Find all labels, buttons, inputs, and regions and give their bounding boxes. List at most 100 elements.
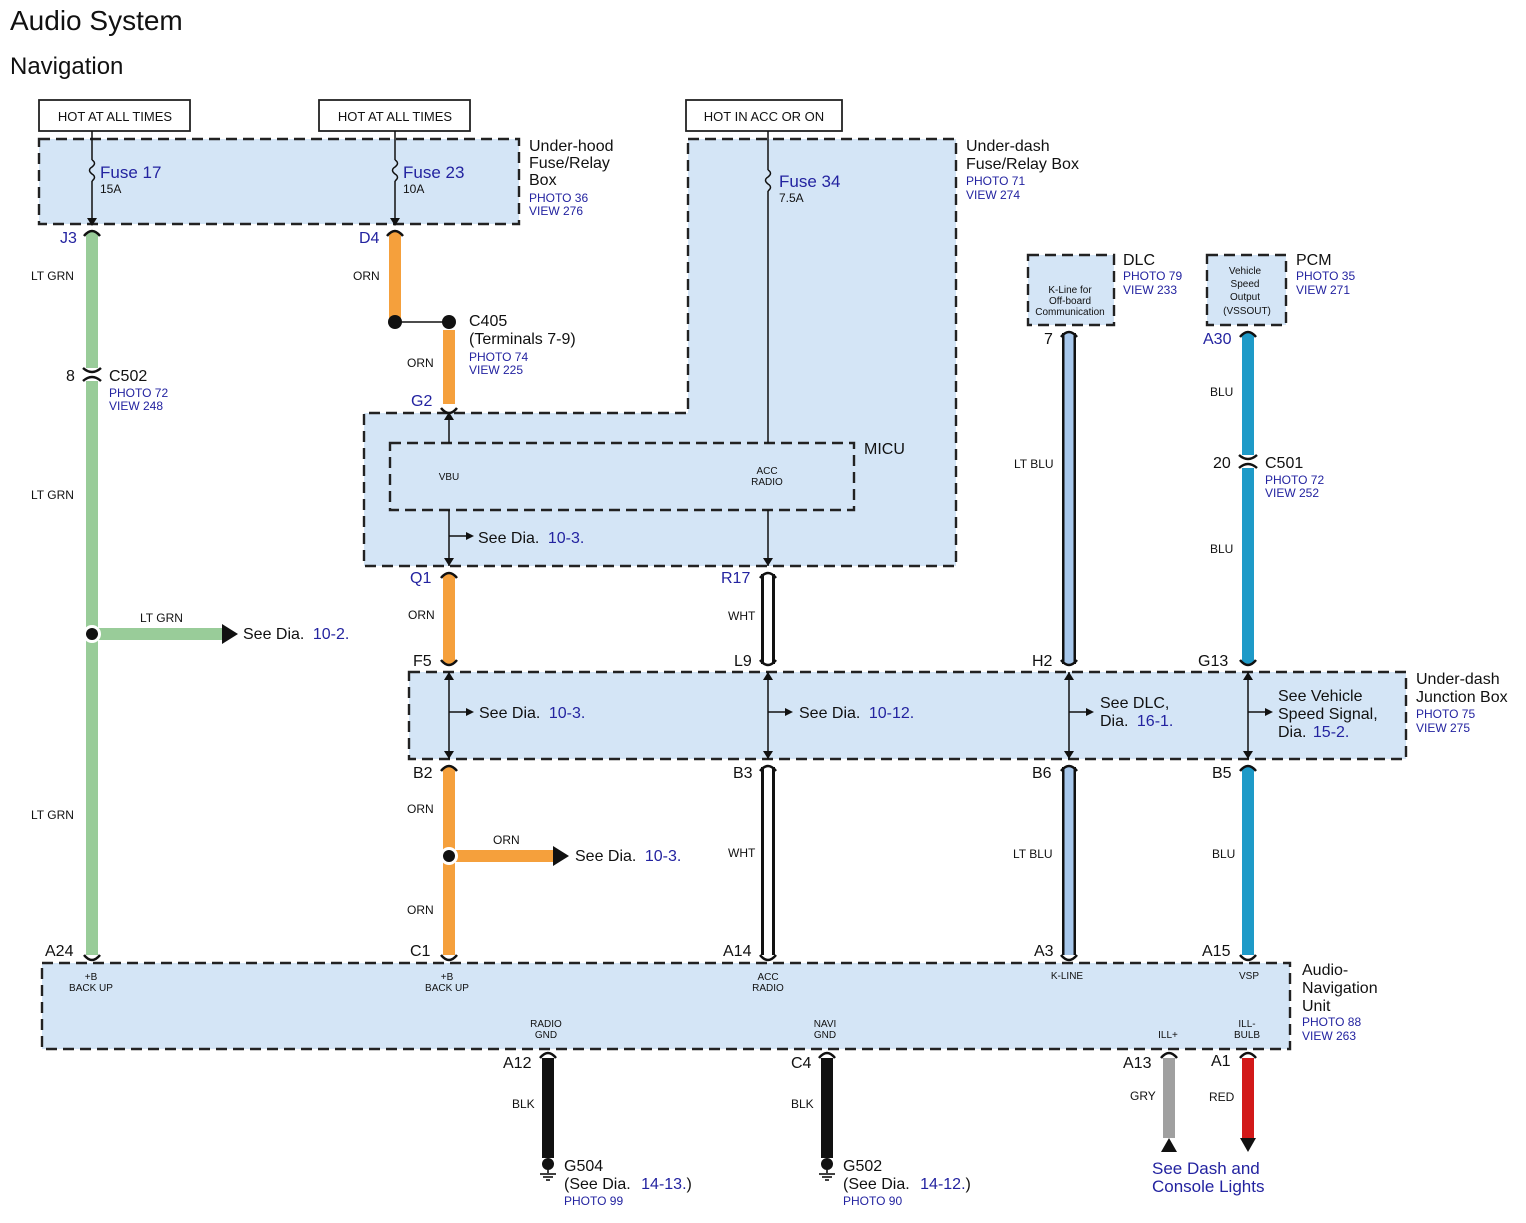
unit-view[interactable]: VIEW 263 bbox=[1302, 1029, 1356, 1043]
fuse-34-rating: 7.5A bbox=[779, 191, 804, 205]
pin-h2: H2 bbox=[1032, 653, 1053, 670]
ground-g504-ref[interactable]: (See Dia. 14-13.) bbox=[564, 1176, 692, 1193]
fuse-17-rating: 15A bbox=[100, 182, 121, 196]
junction-view[interactable]: VIEW 275 bbox=[1416, 721, 1470, 735]
wire-label-lt-grn-1: LT GRN bbox=[31, 269, 74, 283]
unit-photo[interactable]: PHOTO 88 bbox=[1302, 1015, 1361, 1029]
hot-acc-label: HOT IN ACC OR ON bbox=[704, 109, 824, 124]
micu-box bbox=[388, 441, 856, 512]
c405-label: C405 bbox=[469, 313, 507, 330]
pin-dlc-7: 7 bbox=[1044, 331, 1053, 348]
ground-g504-icon bbox=[540, 1170, 556, 1181]
underhood-fuse-box bbox=[37, 137, 521, 226]
ground-symbols bbox=[540, 1158, 835, 1181]
pin-a1: A1 bbox=[1211, 1053, 1231, 1070]
c501-label: C501 bbox=[1265, 455, 1303, 472]
underdash-fuse-view[interactable]: VIEW 274 bbox=[966, 188, 1020, 202]
c502-view[interactable]: VIEW 248 bbox=[109, 399, 163, 413]
wire-label-blu-2: BLU bbox=[1210, 542, 1233, 556]
pin-c4: C4 bbox=[791, 1055, 812, 1072]
ground-g502-dot bbox=[821, 1158, 833, 1170]
unit-terminal-ill-bulb-1: ILL- bbox=[1238, 1019, 1255, 1030]
pin-d4: D4 bbox=[359, 230, 380, 247]
pin-a30: A30 bbox=[1203, 331, 1232, 348]
c502-photo[interactable]: PHOTO 72 bbox=[109, 386, 168, 400]
ref-vss-line-2[interactable]: Speed Signal, bbox=[1278, 706, 1378, 723]
large-arrowheads bbox=[222, 624, 1256, 1152]
unit-terminal-navi-gnd-1: NAVI bbox=[814, 1019, 837, 1030]
splice-points bbox=[83, 315, 458, 865]
wire-label-wht-2: WHT bbox=[728, 846, 756, 860]
ref-dia-10-2[interactable]: See Dia. 10-2. bbox=[243, 626, 349, 643]
dlc-view[interactable]: VIEW 233 bbox=[1123, 283, 1177, 297]
c405-view[interactable]: VIEW 225 bbox=[469, 363, 523, 377]
unit-terminal-ill-bulb-2: BULB bbox=[1234, 1030, 1260, 1041]
unit-terminal-ill: ILL+ bbox=[1158, 1030, 1178, 1041]
wire-label-orn-1: ORN bbox=[353, 269, 380, 283]
hot-label-box-2 bbox=[318, 99, 471, 132]
pin-b5: B5 bbox=[1212, 765, 1232, 782]
ref-dlc-line-1[interactable]: See DLC, bbox=[1100, 695, 1169, 712]
lights-ref-line-1[interactable]: See Dash and bbox=[1152, 1159, 1260, 1178]
unit-terminal-bb2-a: +B bbox=[441, 972, 454, 983]
ground-g504-photo[interactable]: PHOTO 99 bbox=[564, 1194, 623, 1208]
ref-dia-10-3-micu[interactable]: See Dia. 10-3. bbox=[478, 530, 584, 547]
junction-photo[interactable]: PHOTO 75 bbox=[1416, 707, 1475, 721]
wire-label-gry: GRY bbox=[1130, 1089, 1156, 1103]
pcm-terminal-2: Speed bbox=[1231, 279, 1260, 290]
ref-vss-line-3[interactable]: Dia. 15-2. bbox=[1278, 724, 1349, 741]
unit-terminal-bb1-a: +B bbox=[85, 972, 98, 983]
hot-label-1: HOT AT ALL TIMES bbox=[58, 109, 172, 124]
fuse-23-rating: 10A bbox=[403, 182, 424, 196]
pin-a14: A14 bbox=[723, 943, 752, 960]
splice-c405-left bbox=[388, 315, 402, 329]
ground-g502-photo[interactable]: PHOTO 90 bbox=[843, 1194, 902, 1208]
hot-label-2: HOT AT ALL TIMES bbox=[338, 109, 452, 124]
pcm-view[interactable]: VIEW 271 bbox=[1296, 283, 1350, 297]
hot-label-box-1 bbox=[38, 99, 191, 132]
wire-label-lt-grn-2: LT GRN bbox=[31, 488, 74, 502]
ref-dlc-line-2[interactable]: Dia. 16-1. bbox=[1100, 713, 1173, 730]
unit-label-1: Audio- bbox=[1302, 962, 1348, 979]
underhood-view[interactable]: VIEW 276 bbox=[529, 204, 583, 218]
dlc-terminal-1: K-Line for bbox=[1048, 285, 1092, 296]
underhood-photo[interactable]: PHOTO 36 bbox=[529, 191, 588, 205]
fuse-23-label: Fuse 23 bbox=[403, 163, 464, 182]
junction-label-2: Junction Box bbox=[1416, 689, 1508, 706]
lights-ref-line-2[interactable]: Console Lights bbox=[1152, 1177, 1264, 1196]
ground-g502-label: G502 bbox=[843, 1158, 882, 1175]
pcm-photo[interactable]: PHOTO 35 bbox=[1296, 269, 1355, 283]
underhood-label-2: Fuse/Relay bbox=[529, 155, 610, 172]
underdash-fuse-photo[interactable]: PHOTO 71 bbox=[966, 174, 1025, 188]
wire-label-lt-blu-2: LT BLU bbox=[1013, 847, 1053, 861]
ref-dia-10-3-branch[interactable]: See Dia. 10-3. bbox=[575, 848, 681, 865]
unit-terminal-radio-gnd-1: RADIO bbox=[530, 1019, 562, 1030]
ref-vss-line-1[interactable]: See Vehicle bbox=[1278, 688, 1363, 705]
pin-a13: A13 bbox=[1123, 1055, 1152, 1072]
c405-photo[interactable]: PHOTO 74 bbox=[469, 350, 528, 364]
pin-g2: G2 bbox=[411, 393, 432, 410]
splice-orn bbox=[443, 850, 455, 862]
pin-f5: F5 bbox=[413, 653, 432, 670]
c501-view[interactable]: VIEW 252 bbox=[1265, 486, 1319, 500]
micu-terminal-radio: RADIO bbox=[751, 477, 783, 488]
ref-dia-10-12[interactable]: See Dia. 10-12. bbox=[799, 705, 914, 722]
ground-g502-ref[interactable]: (See Dia. 14-12.) bbox=[843, 1176, 971, 1193]
unit-label-3: Unit bbox=[1302, 998, 1331, 1015]
hot-label-box-3 bbox=[685, 99, 843, 132]
wire-label-blu-1: BLU bbox=[1210, 385, 1233, 399]
dlc-photo[interactable]: PHOTO 79 bbox=[1123, 269, 1182, 283]
pin-l9: L9 bbox=[734, 653, 752, 670]
arrow-orn bbox=[553, 846, 569, 866]
ground-g504-dot bbox=[542, 1158, 554, 1170]
underdash-fuse-label-2: Fuse/Relay Box bbox=[966, 156, 1079, 173]
wire-label-red: RED bbox=[1209, 1090, 1235, 1104]
wire-label-blk-1: BLK bbox=[512, 1097, 535, 1111]
splice-c405-right bbox=[442, 315, 456, 329]
c502-label: C502 bbox=[109, 368, 147, 385]
c501-photo[interactable]: PHOTO 72 bbox=[1265, 473, 1324, 487]
arrow-lt-grn bbox=[222, 624, 238, 644]
ref-dia-10-3-junction[interactable]: See Dia. 10-3. bbox=[479, 705, 585, 722]
splice-lt-grn bbox=[86, 628, 98, 640]
